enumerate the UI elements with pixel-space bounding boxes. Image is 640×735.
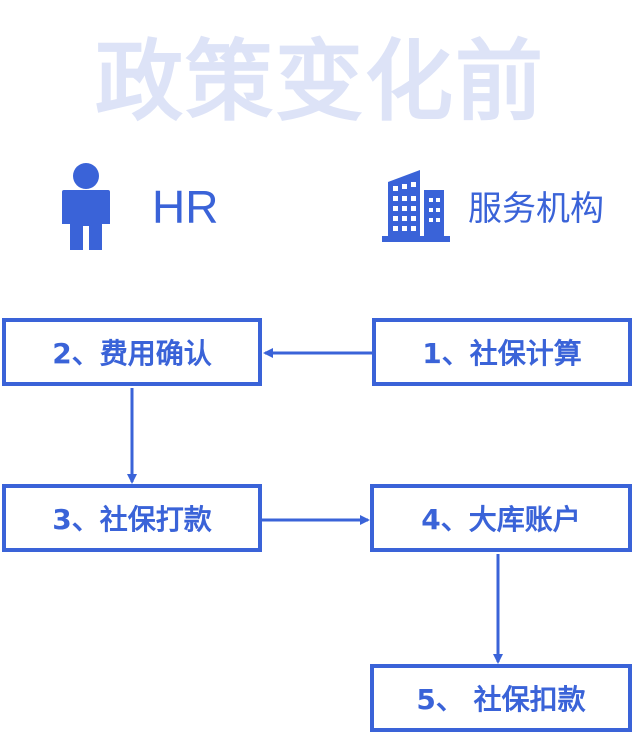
actor-hr: HR bbox=[56, 162, 218, 252]
step-2-box: 2、费用确认 bbox=[2, 318, 262, 386]
person-icon bbox=[62, 163, 110, 250]
step-3-box: 3、社保打款 bbox=[2, 484, 262, 552]
step-5-box: 5、 社保扣款 bbox=[370, 664, 632, 732]
building-icon bbox=[382, 170, 450, 242]
page-title: 政策变化前 bbox=[94, 30, 545, 133]
step-4-box: 4、大库账户 bbox=[370, 484, 632, 552]
actor-hr-label: HR bbox=[152, 181, 219, 233]
actor-org-label: 服务机构 bbox=[468, 188, 604, 229]
step-1-box: 1、社保计算 bbox=[372, 318, 632, 386]
actor-org: 服务机构 bbox=[380, 168, 604, 242]
